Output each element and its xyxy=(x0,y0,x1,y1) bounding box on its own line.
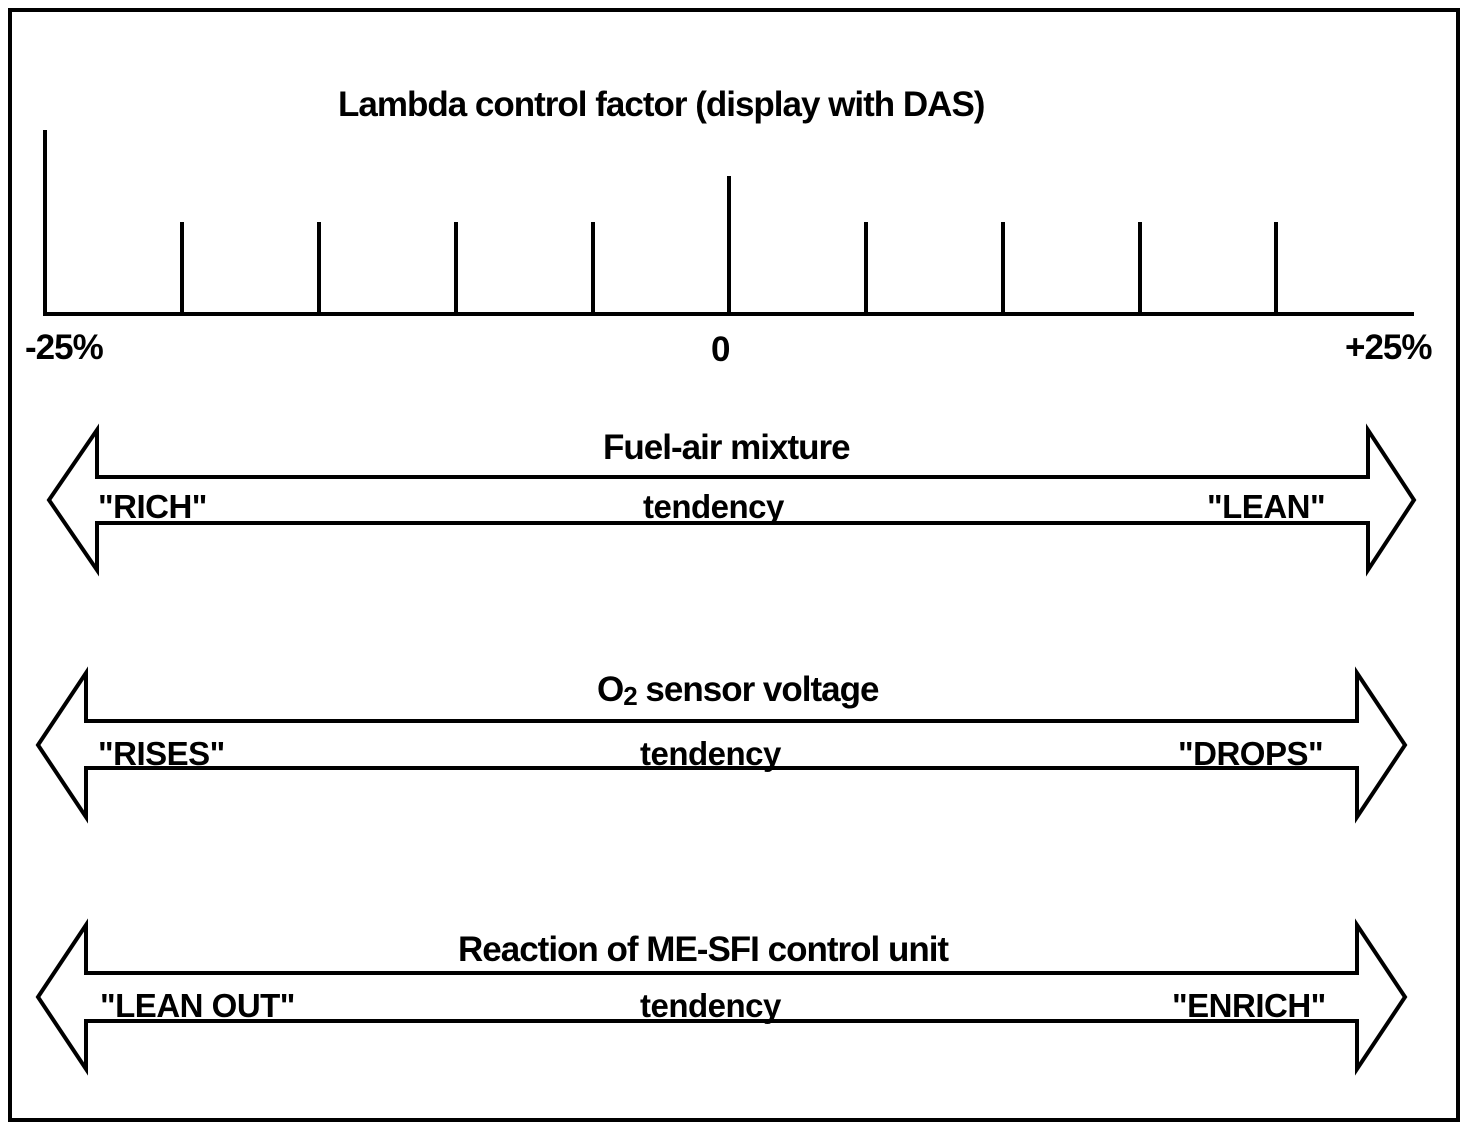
me-sfi-left-label: "LEAN OUT" xyxy=(100,987,295,1024)
scale-tick xyxy=(454,222,458,316)
scale-label-zero: 0 xyxy=(711,330,730,369)
fuel-air-center-label: tendency xyxy=(643,488,784,525)
scale-tick xyxy=(317,222,321,316)
o2-sensor-title-rest: sensor voltage xyxy=(636,670,879,709)
me-sfi-center-label: tendency xyxy=(640,987,781,1024)
diagram-frame xyxy=(8,8,1460,1122)
scale-label-max: +25% xyxy=(1345,328,1432,367)
me-sfi-right-label: "ENRICH" xyxy=(1172,987,1326,1024)
fuel-air-title: Fuel-air mixture xyxy=(603,428,851,467)
scale-label-min: -25% xyxy=(25,328,104,367)
scale-tick xyxy=(1001,222,1005,316)
me-sfi-arrow-shape xyxy=(35,918,1408,1076)
o2-subscript: 2 xyxy=(623,681,638,711)
fuel-air-right-label: "LEAN" xyxy=(1207,488,1326,525)
fuel-air-arrow-shape xyxy=(46,423,1417,577)
o2-sensor-title-prefix: O xyxy=(597,670,624,709)
o2-sensor-arrow-shape xyxy=(35,666,1408,824)
o2-sensor-left-label: "RISES" xyxy=(98,735,225,772)
scale-tick-major xyxy=(43,130,47,316)
o2-sensor-title: O2 sensor voltage xyxy=(597,670,879,709)
me-sfi-title: Reaction of ME-SFI control unit xyxy=(458,930,949,969)
scale-tick xyxy=(180,222,184,316)
o2-sensor-center-label: tendency xyxy=(640,735,781,772)
scale-tick xyxy=(864,222,868,316)
scale-tick-zero xyxy=(727,176,731,316)
scale-tick xyxy=(1274,222,1278,316)
o2-sensor-right-label: "DROPS" xyxy=(1178,735,1324,772)
fuel-air-left-label: "RICH" xyxy=(98,488,207,525)
scale-tick xyxy=(591,222,595,316)
scale-tick xyxy=(1138,222,1142,316)
scale-title: Lambda control factor (display with DAS) xyxy=(338,85,985,124)
